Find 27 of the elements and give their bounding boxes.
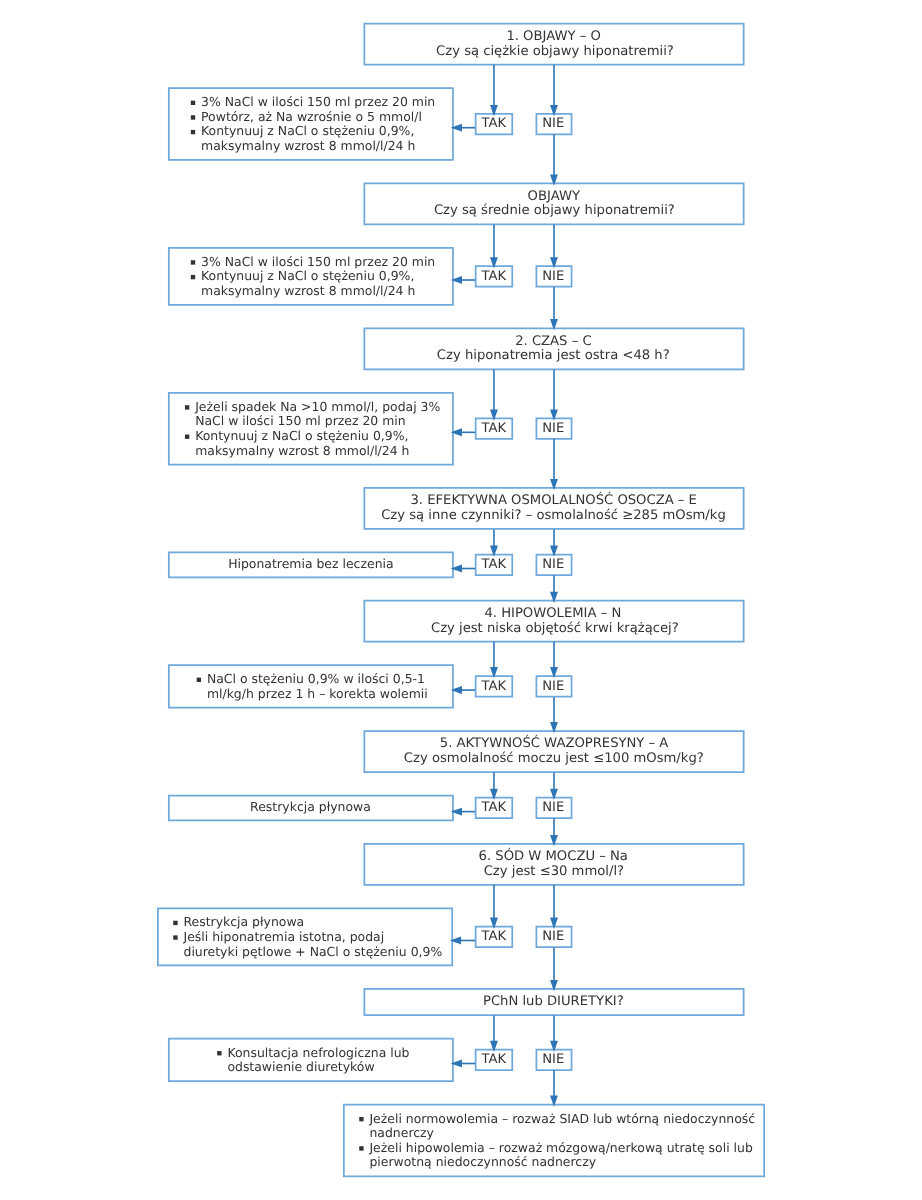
- arrow: [490, 64, 498, 117]
- arrow: [450, 686, 476, 694]
- arrow: [550, 528, 558, 557]
- arrow: [550, 286, 558, 331]
- arrow: [450, 123, 476, 132]
- arrow: [490, 223, 498, 269]
- arrow: [550, 368, 558, 421]
- arrow: [550, 574, 558, 604]
- arrow: [550, 946, 558, 992]
- arrow: [490, 528, 498, 557]
- arrow: [550, 1014, 558, 1052]
- arrow: [450, 276, 476, 284]
- arrow: [550, 641, 558, 679]
- arrow: [550, 223, 558, 269]
- arrow: [550, 64, 558, 117]
- arrow: [490, 884, 498, 929]
- arrow: [550, 1069, 558, 1107]
- arrow: [490, 641, 498, 679]
- arrow: [490, 1014, 498, 1052]
- arrow: [550, 438, 558, 491]
- arrow: [550, 696, 558, 734]
- arrow: [550, 771, 558, 800]
- arrow: [490, 771, 498, 800]
- arrow: [550, 133, 558, 186]
- arrow: [550, 884, 558, 929]
- arrow: [550, 817, 558, 847]
- arrow: [490, 368, 498, 421]
